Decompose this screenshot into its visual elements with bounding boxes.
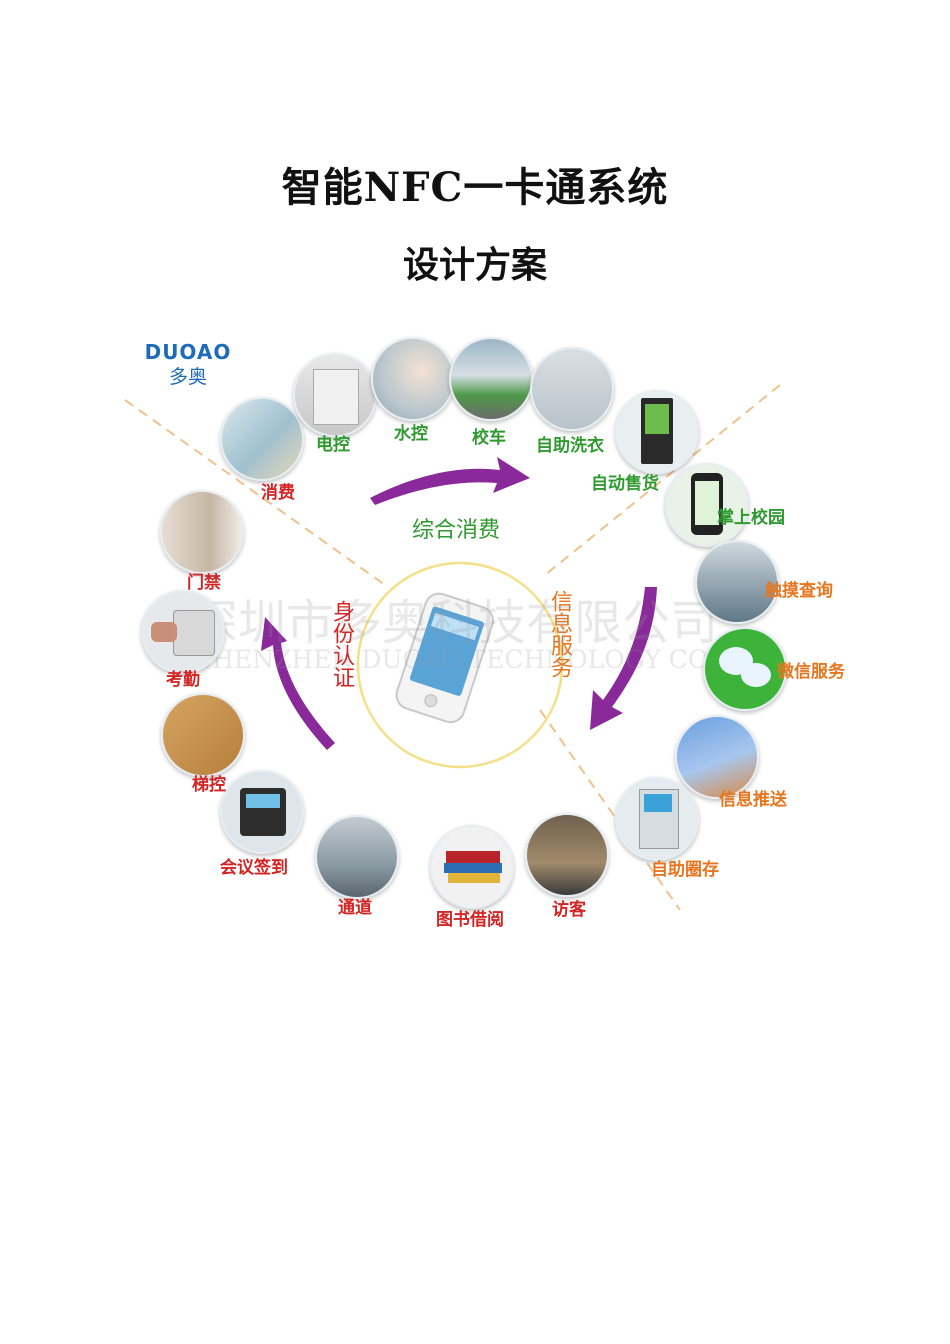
node-campus[interactable]: 掌上校园 — [645, 463, 785, 583]
phone-icon — [395, 592, 494, 724]
node-vending[interactable]: 自动售货 — [591, 390, 715, 510]
document-subtitle: 设计方案 — [402, 244, 547, 286]
diagram-graphics — [124, 384, 781, 911]
watermark-en: SHENZHEN DUOAO TECHNOLOGY CO.,LTD — [195, 645, 775, 674]
consume-label: 消费 — [261, 483, 295, 503]
door-image — [160, 490, 244, 574]
node-meeting[interactable]: 会议签到 — [200, 770, 320, 890]
bus-label: 校车 — [472, 428, 506, 448]
attendance-image — [141, 590, 225, 674]
elevator-label: 梯控 — [192, 775, 226, 795]
node-laundry[interactable]: 自助洗衣 — [510, 347, 630, 467]
node-attendance[interactable]: 考勤 — [121, 590, 241, 710]
center-left-text: 身份认证 — [329, 600, 354, 688]
campus-label: 掌上校园 — [717, 508, 785, 528]
node-wechat[interactable]: 微信服务 — [683, 627, 845, 747]
vending-label: 自动售货 — [591, 474, 659, 494]
arrow-right — [590, 587, 657, 730]
library-image — [430, 825, 514, 909]
visitor-image — [525, 813, 609, 897]
deposit-image — [615, 777, 699, 861]
touch-label: 触摸查询 — [765, 581, 833, 601]
campus-image — [665, 463, 749, 547]
dash-line-bottom-right — [539, 709, 681, 911]
meeting-label: 会议签到 — [220, 858, 288, 878]
logo-mark: DUOAO — [144, 340, 232, 364]
dash-line-top-left — [124, 399, 386, 586]
center-top-text: 综合消费 — [412, 518, 501, 543]
node-visitor[interactable]: 访客 — [505, 813, 625, 933]
node-library[interactable]: 图书借阅 — [410, 825, 530, 945]
watermark-cn: 深圳市多奥科技有限公司 — [190, 595, 719, 651]
system-diagram: 综合消费 信息服务 身份认证 深圳市多奥科技有限公司 SHENZHEN DUOA… — [115, 335, 895, 935]
bus-image — [449, 337, 533, 421]
power-image — [293, 353, 377, 437]
channel-label: 通道 — [338, 898, 372, 918]
node-channel[interactable]: 通道 — [295, 815, 415, 935]
power-label: 电控 — [316, 435, 350, 455]
vending-image — [615, 390, 699, 474]
node-elevator[interactable]: 梯控 — [141, 693, 261, 813]
arrow-left — [261, 617, 335, 750]
company-logo: DUOAO 多奥 — [128, 340, 248, 389]
laundry-label: 自助洗衣 — [536, 436, 604, 456]
arrow-top — [370, 457, 530, 505]
laundry-image — [530, 347, 614, 431]
node-bus[interactable]: 校车 — [429, 337, 549, 457]
elevator-image — [161, 693, 245, 777]
channel-image — [315, 815, 399, 899]
node-touch[interactable]: 触摸查询 — [675, 540, 833, 660]
push-image — [675, 715, 759, 799]
library-label: 图书借阅 — [436, 910, 504, 930]
node-power[interactable]: 电控 — [273, 353, 393, 473]
node-deposit[interactable]: 自助圈存 — [595, 777, 719, 897]
node-push[interactable]: 信息推送 — [655, 715, 787, 835]
touch-image — [695, 540, 779, 624]
consume-image — [220, 397, 304, 481]
deposit-label: 自助圈存 — [651, 860, 719, 880]
push-label: 信息推送 — [719, 790, 787, 810]
node-consume[interactable]: 消费 — [200, 397, 320, 517]
wechat-image — [703, 627, 787, 711]
center-right-text: 信息服务 — [547, 590, 572, 678]
wechat-label: 微信服务 — [777, 662, 845, 682]
attendance-label: 考勤 — [166, 670, 200, 690]
node-door[interactable]: 门禁 — [140, 490, 260, 610]
visitor-label: 访客 — [552, 900, 586, 920]
center-ring — [356, 561, 564, 769]
logo-name: 多奥 — [168, 366, 207, 388]
document-title: 智能NFC一卡通系统 — [281, 164, 669, 211]
water-label: 水控 — [394, 424, 428, 444]
door-label: 门禁 — [187, 573, 221, 593]
meeting-image — [220, 770, 304, 854]
